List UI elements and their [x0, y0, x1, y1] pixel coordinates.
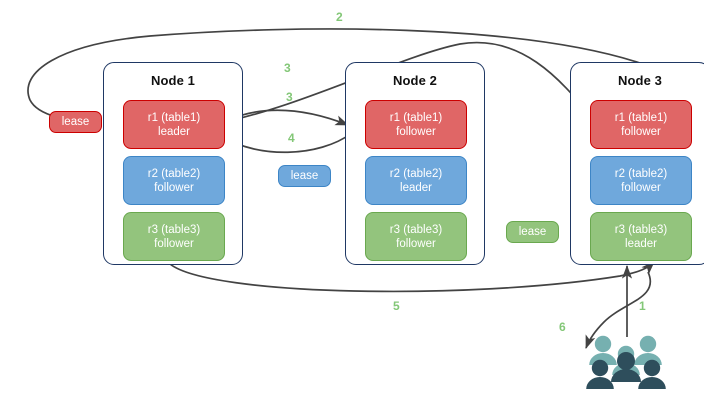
- replica-role: follower: [621, 181, 661, 194]
- replica-node1-r3[interactable]: r3 (table3) follower: [123, 212, 225, 261]
- replica-name: r2 (table2): [389, 167, 443, 180]
- replica-name: r1 (table1): [614, 111, 668, 124]
- replica-node2-r3[interactable]: r3 (table3) follower: [365, 212, 467, 261]
- replica-role: follower: [396, 125, 436, 138]
- replica-node3-r3[interactable]: r3 (table3) leader: [590, 212, 692, 261]
- replica-name: r3 (table3): [389, 223, 443, 236]
- step-label-5: 5: [393, 299, 400, 313]
- node-title-3: Node 3: [618, 73, 662, 88]
- replica-node1-r1[interactable]: r1 (table1) leader: [123, 100, 225, 149]
- replica-node2-r2[interactable]: r2 (table2) leader: [365, 156, 467, 205]
- lease-badge-green[interactable]: lease: [506, 221, 559, 243]
- replica-role: follower: [396, 237, 436, 250]
- lease-label: lease: [518, 226, 547, 238]
- lease-badge-red[interactable]: lease: [49, 111, 102, 133]
- step-label-4: 4: [288, 131, 295, 145]
- replica-name: r2 (table2): [147, 167, 201, 180]
- step-label-6: 6: [559, 320, 566, 334]
- replica-role: leader: [400, 181, 432, 194]
- replica-node2-r1[interactable]: r1 (table1) follower: [365, 100, 467, 149]
- replica-name: r1 (table1): [389, 111, 443, 124]
- step-label-2: 2: [336, 10, 343, 24]
- node-title-1: Node 1: [151, 73, 195, 88]
- step-label-1: 1: [639, 299, 646, 313]
- people-icon: [586, 334, 668, 392]
- replica-node3-r2[interactable]: r2 (table2) follower: [590, 156, 692, 205]
- replica-name: r3 (table3): [147, 223, 201, 236]
- replica-role: leader: [625, 237, 657, 250]
- replica-node3-r1[interactable]: r1 (table1) follower: [590, 100, 692, 149]
- lease-label: lease: [290, 170, 319, 182]
- step-label-3a: 3: [284, 61, 291, 75]
- replica-name: r2 (table2): [614, 167, 668, 180]
- replica-name: r1 (table1): [147, 111, 201, 124]
- replica-role: leader: [158, 125, 190, 138]
- arrow-step-5: [169, 261, 655, 293]
- lease-label: lease: [61, 116, 90, 128]
- replica-role: follower: [621, 125, 661, 138]
- replica-role: follower: [154, 181, 194, 194]
- node-box-1[interactable]: Node 1 r1 (table1) leader r2 (table2) fo…: [103, 62, 243, 265]
- replica-role: follower: [154, 237, 194, 250]
- lease-badge-blue[interactable]: lease: [278, 165, 331, 187]
- replica-node1-r2[interactable]: r2 (table2) follower: [123, 156, 225, 205]
- replica-name: r3 (table3): [614, 223, 668, 236]
- node-title-2: Node 2: [393, 73, 437, 88]
- step-label-3b: 3: [286, 90, 293, 104]
- node-box-2[interactable]: Node 2 r1 (table1) follower r2 (table2) …: [345, 62, 485, 265]
- node-box-3[interactable]: Node 3 r1 (table1) follower r2 (table2) …: [570, 62, 704, 265]
